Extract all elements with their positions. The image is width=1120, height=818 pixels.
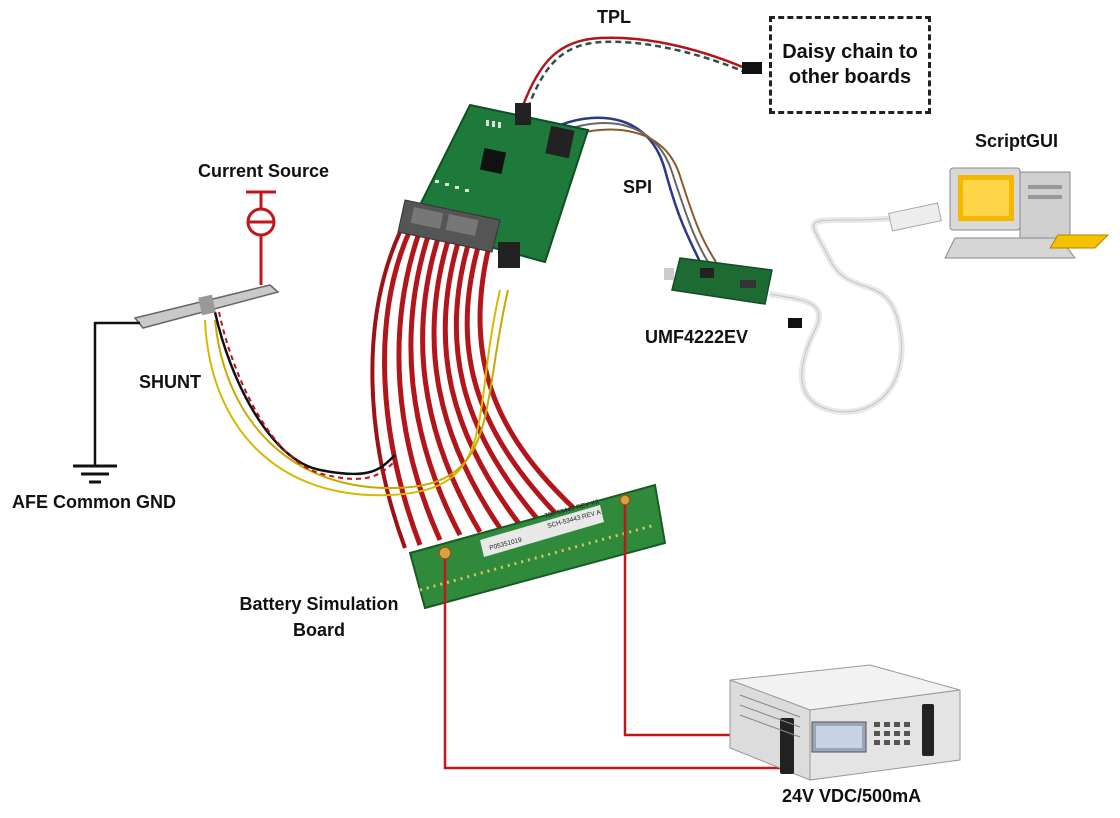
tpl-cable xyxy=(520,36,762,109)
daisy-chain-label-line1: Daisy chain to xyxy=(782,41,918,63)
umf4222ev-board xyxy=(664,257,773,305)
daisy-chain-label-line2: other boards xyxy=(788,66,912,88)
current-source-symbol xyxy=(246,190,276,285)
afe-common-gnd-label: AFE Common GND xyxy=(12,492,176,512)
shunt-label: SHUNT xyxy=(139,372,201,392)
battery-simulation-label-line1: Battery Simulation xyxy=(239,594,399,614)
battery-simulation-label-line2: Board xyxy=(292,619,345,640)
battery-simulation-board: 700-53443 REV X3 SCH-53443 REV A P053510… xyxy=(408,483,667,610)
cell-ribbon-cable xyxy=(370,228,582,549)
computer-icon xyxy=(944,167,1110,259)
power-supply-label: 24V VDC/500mA xyxy=(782,786,922,806)
shunt-sense-wires xyxy=(204,289,509,497)
tpl-label: TPL xyxy=(597,7,631,27)
spi-label: SPI xyxy=(623,177,653,197)
usb-cable xyxy=(769,202,942,415)
scriptgui-label: ScriptGUI xyxy=(975,131,1059,151)
spi-cable xyxy=(559,116,717,263)
shunt-resistor xyxy=(133,284,280,329)
current-source-label: Current Source xyxy=(198,161,330,181)
battery-simulation-label: Battery Simulation Board xyxy=(226,594,412,641)
umf4222ev-label: UMF4222EV xyxy=(645,327,749,347)
afe-evaluation-board xyxy=(397,103,590,268)
shunt-twisted-pair xyxy=(213,311,398,480)
ground-symbol xyxy=(73,321,140,484)
power-supply xyxy=(729,664,961,781)
daisy-chain-box: Daisy chain to other boards xyxy=(769,16,931,114)
